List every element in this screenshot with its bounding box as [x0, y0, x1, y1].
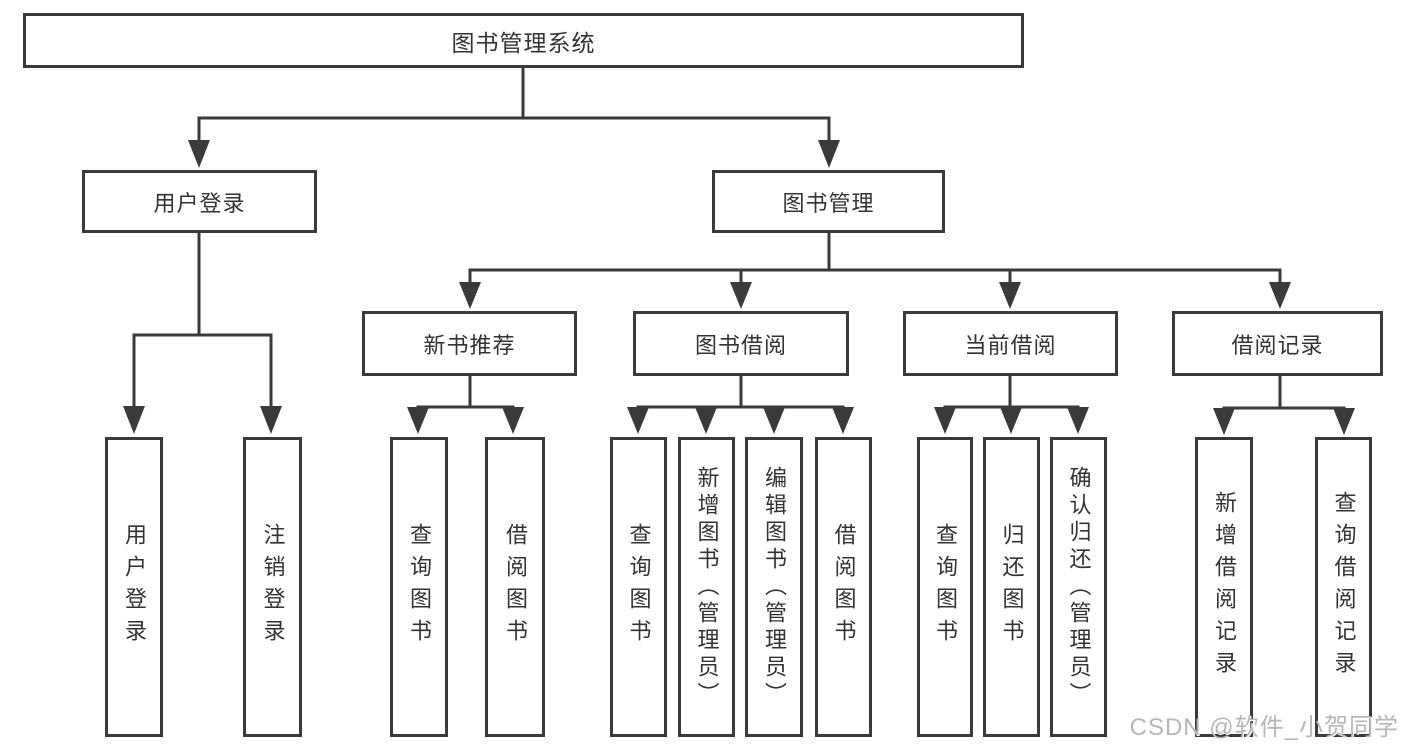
connector-current-borrowing — [934, 376, 1089, 434]
node-query-books-current: 查询图书 — [917, 437, 973, 737]
connector-root — [188, 68, 840, 168]
connector-user-login — [123, 233, 282, 434]
connector-borrowing-records — [1213, 376, 1355, 435]
node-new-book-recommend: 新书推荐 — [362, 311, 577, 376]
node-user-login-leaf: 用户登录 — [105, 437, 163, 737]
node-book-management-branch: 图书管理 — [712, 170, 945, 233]
csdn-watermark: CSDN @软件_小贺同学 — [1129, 714, 1399, 741]
node-current-borrowing: 当前借阅 — [903, 311, 1118, 376]
node-borrowing-records: 借阅记录 — [1172, 311, 1383, 376]
node-return-books: 归还图书 — [983, 437, 1040, 737]
node-query-books-recommend: 查询图书 — [390, 437, 448, 737]
node-library-management-system: 图书管理系统 — [23, 13, 1024, 68]
node-add-books-admin: 新增图书（管理员） — [678, 437, 735, 737]
node-user-login-branch: 用户登录 — [82, 170, 317, 233]
node-add-borrow-record: 新增借阅记录 — [1195, 437, 1253, 737]
connector-new-book-recommend — [407, 376, 524, 434]
node-borrow-books-borrowing: 借阅图书 — [815, 437, 872, 737]
node-borrow-books-recommend: 借阅图书 — [485, 437, 545, 737]
node-query-borrow-record: 查询借阅记录 — [1315, 437, 1372, 737]
connector-book-borrowing — [627, 376, 854, 434]
node-edit-books-admin: 编辑图书（管理员） — [745, 437, 803, 737]
node-logout-leaf: 注销登录 — [243, 437, 302, 737]
connector-book-management — [459, 233, 1291, 309]
node-book-borrowing: 图书借阅 — [633, 311, 849, 376]
node-confirm-return-admin: 确认归还（管理员） — [1050, 437, 1107, 737]
node-query-books-borrowing: 查询图书 — [610, 437, 667, 737]
